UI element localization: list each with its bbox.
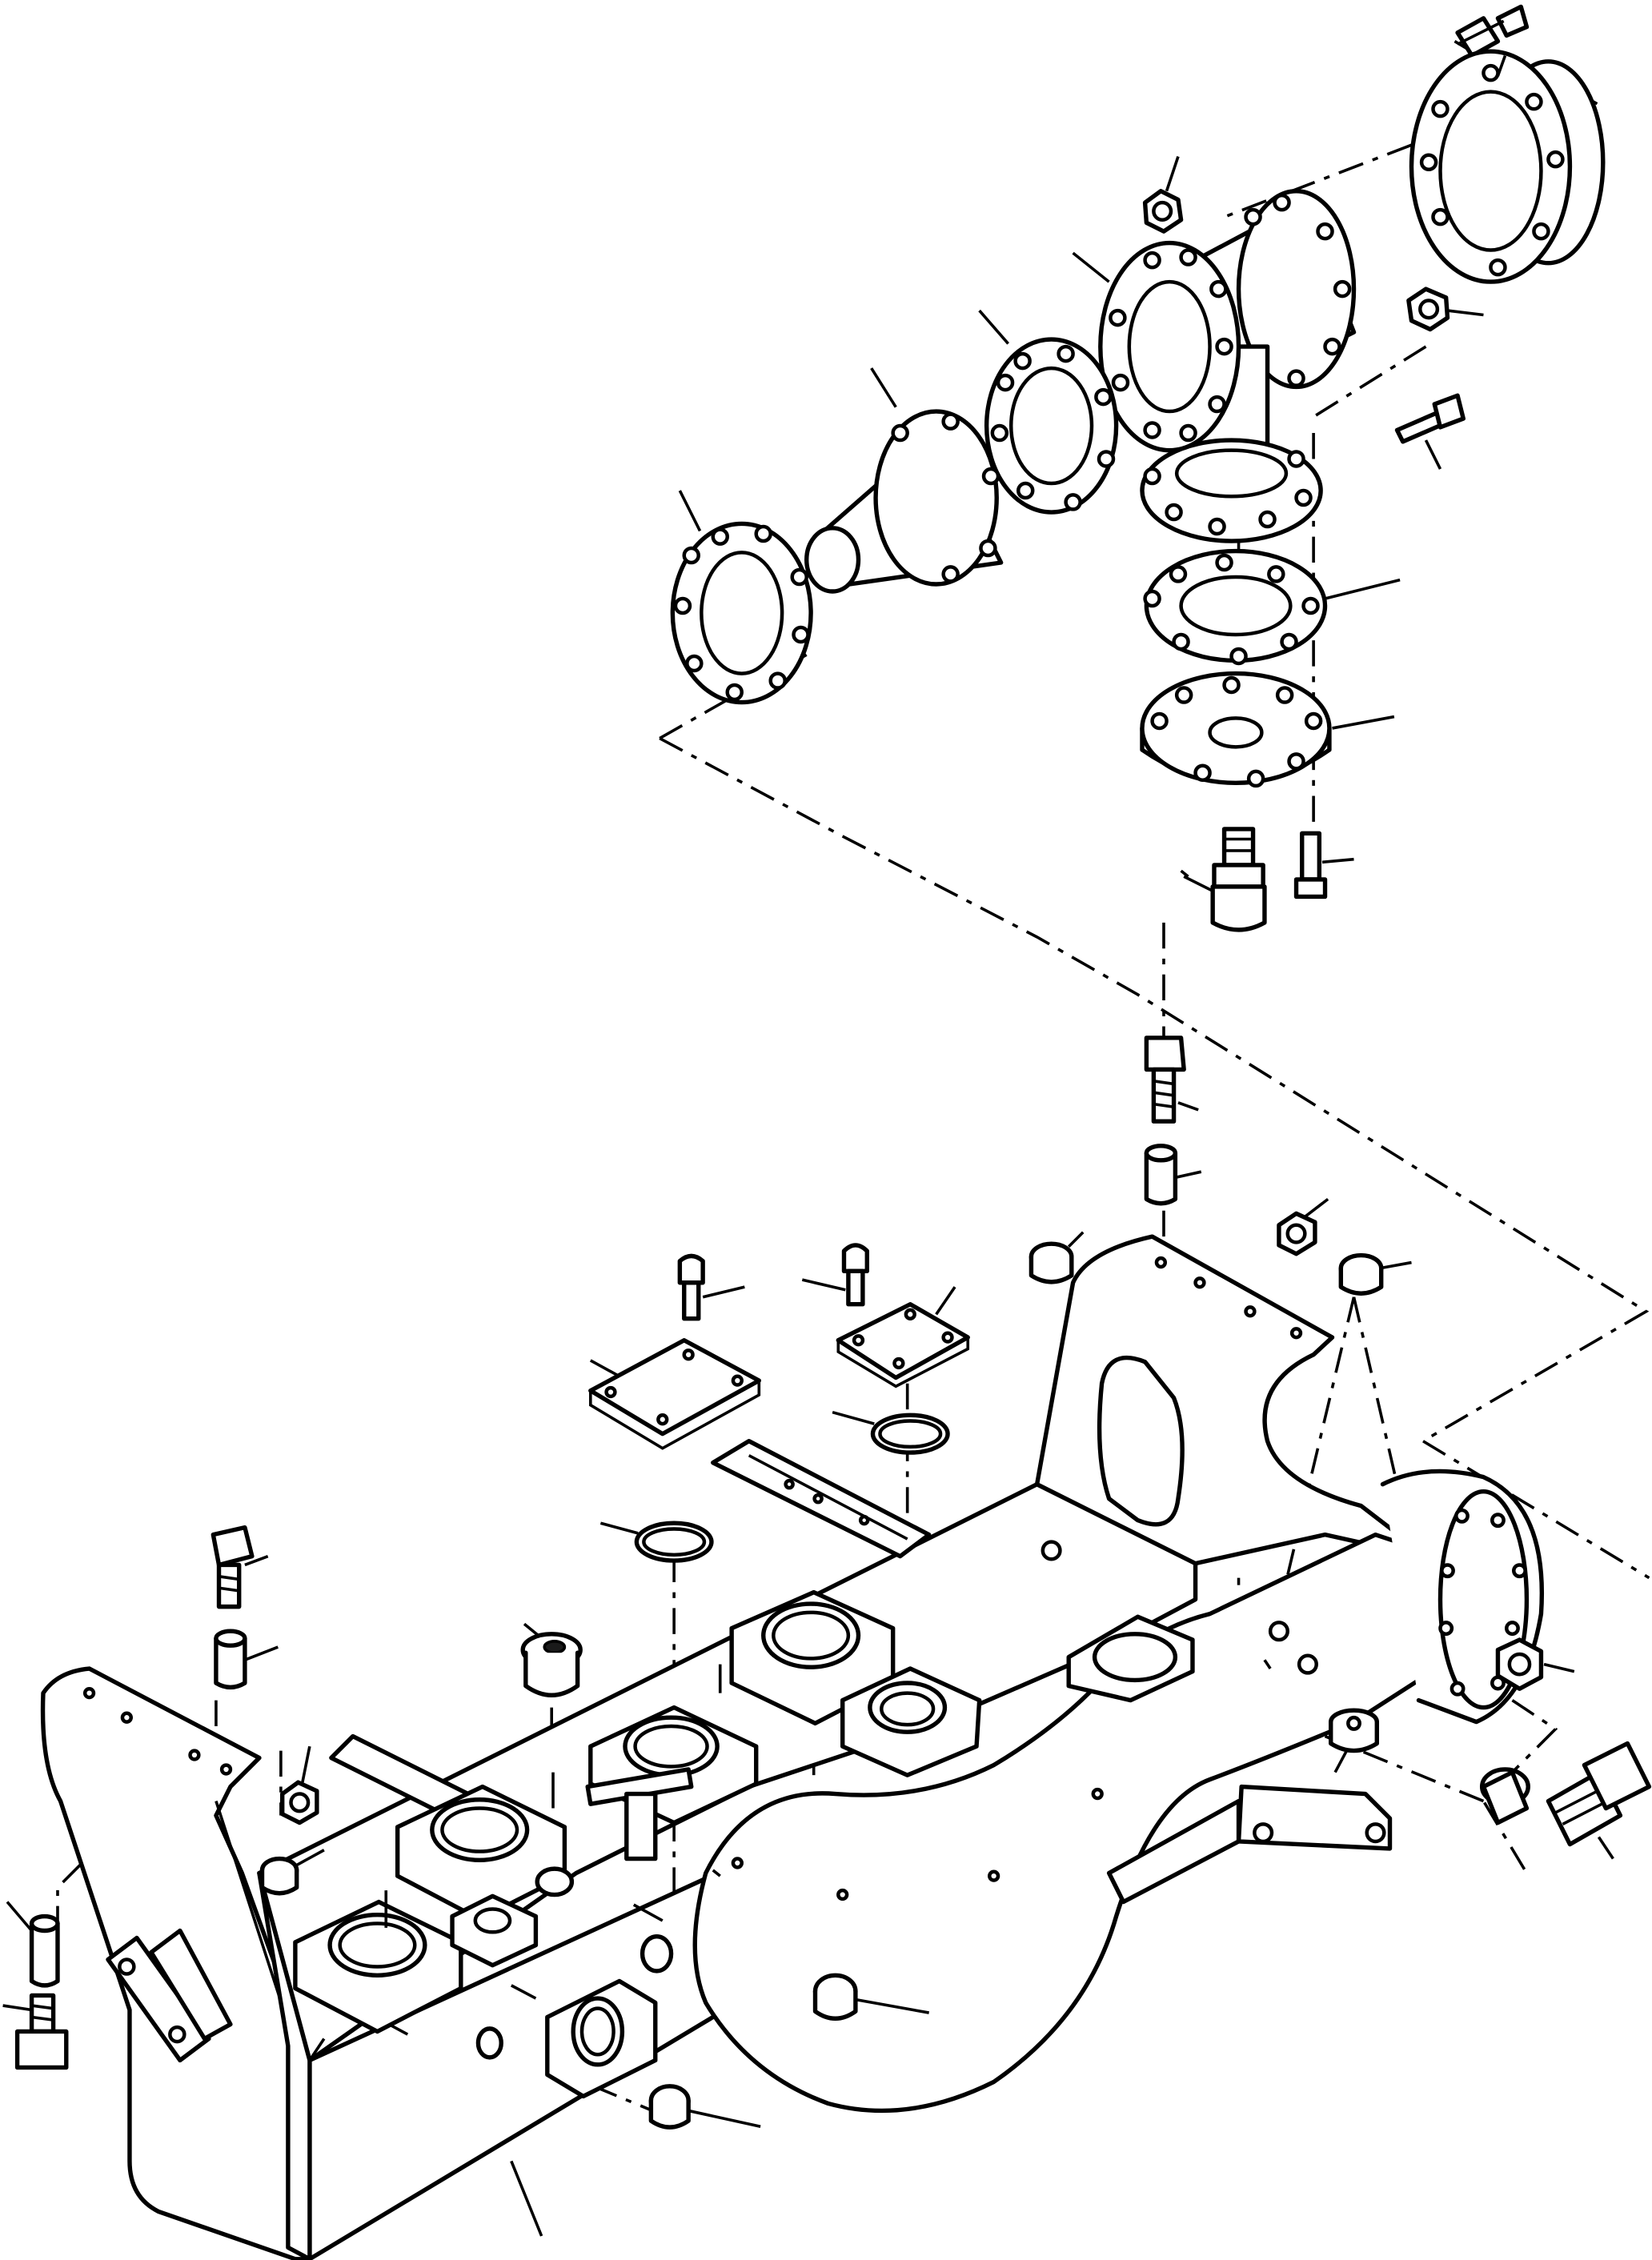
side-port-flange — [545, 1978, 658, 2099]
bearing-housing-3 — [585, 1705, 759, 1861]
bearing-housing-2 — [840, 1666, 982, 1777]
flange-nut-1 — [1142, 189, 1184, 234]
gasket-1 — [984, 337, 1119, 515]
nut-right-lower — [1495, 1637, 1544, 1691]
cone-reducer — [804, 409, 1004, 594]
bellows-flange — [1409, 49, 1606, 284]
cover-plate-1 — [836, 1302, 970, 1388]
bearing-housing-1 — [729, 1589, 896, 1726]
hex-bolt-top — [1455, 4, 1530, 58]
cross-beam-plate — [711, 1438, 932, 1559]
hex-bolt-right — [1394, 393, 1466, 444]
disc-flange — [1140, 671, 1332, 788]
o-ring-2 — [634, 1521, 714, 1563]
spacer-upper-right — [1144, 1144, 1178, 1206]
plug-hole-1 — [475, 2026, 503, 2060]
small-bolt-1 — [1293, 831, 1328, 900]
gasket-2 — [670, 521, 813, 705]
gasket-3 — [1143, 548, 1328, 666]
flange-nut-2 — [1406, 287, 1450, 332]
hose-fitting-2 — [1546, 1741, 1652, 1847]
bearing-housing-7 — [1066, 1614, 1195, 1703]
plug-5 — [1329, 1708, 1379, 1753]
plug-2 — [1338, 1252, 1384, 1296]
bearing-housing-5 — [293, 1899, 463, 2034]
cover-plate-2 — [588, 1338, 762, 1450]
plug-hole-3 — [535, 1866, 575, 1897]
plug-7 — [648, 2084, 691, 2130]
item-leaders — [1180, 54, 1507, 878]
o-ring-1 — [870, 1412, 950, 1455]
bearing-housing-6 — [450, 1893, 539, 1968]
plug-3 — [520, 1632, 583, 1697]
hex-bolt-bottom-left — [14, 1993, 69, 2070]
hex-bolt-left — [211, 1525, 255, 1609]
spacer-left — [214, 1629, 247, 1690]
plug-6 — [812, 1973, 858, 2021]
beam-slots — [384, 1577, 1272, 2036]
plug-1 — [1028, 1241, 1074, 1284]
nut-left — [279, 1780, 319, 1825]
plug-4 — [259, 1856, 299, 1896]
left-hinge-bracket — [106, 1928, 233, 2063]
spacer-bottom-left — [29, 1913, 60, 1988]
adapter-fitting — [1479, 1767, 1530, 1825]
socket-bolt-1 — [677, 1253, 705, 1321]
lower-frame-assembly — [40, 1234, 1544, 2260]
hose-fitting-1 — [1210, 827, 1267, 932]
upper-pipe-assembly — [670, 4, 1606, 932]
right-mount-bracket — [1106, 1784, 1393, 1905]
plug-hole-2 — [640, 1934, 674, 1973]
loose-hardware — [2, 1036, 1652, 2237]
frame-leader — [510, 2160, 543, 2237]
hex-bolt-upper-right — [1144, 1036, 1186, 1124]
tee-pipe — [1098, 189, 1357, 543]
nut-upper-right — [1277, 1211, 1317, 1256]
socket-bolt-2 — [841, 1243, 869, 1307]
right-tower-bracket — [1034, 1234, 1407, 1566]
